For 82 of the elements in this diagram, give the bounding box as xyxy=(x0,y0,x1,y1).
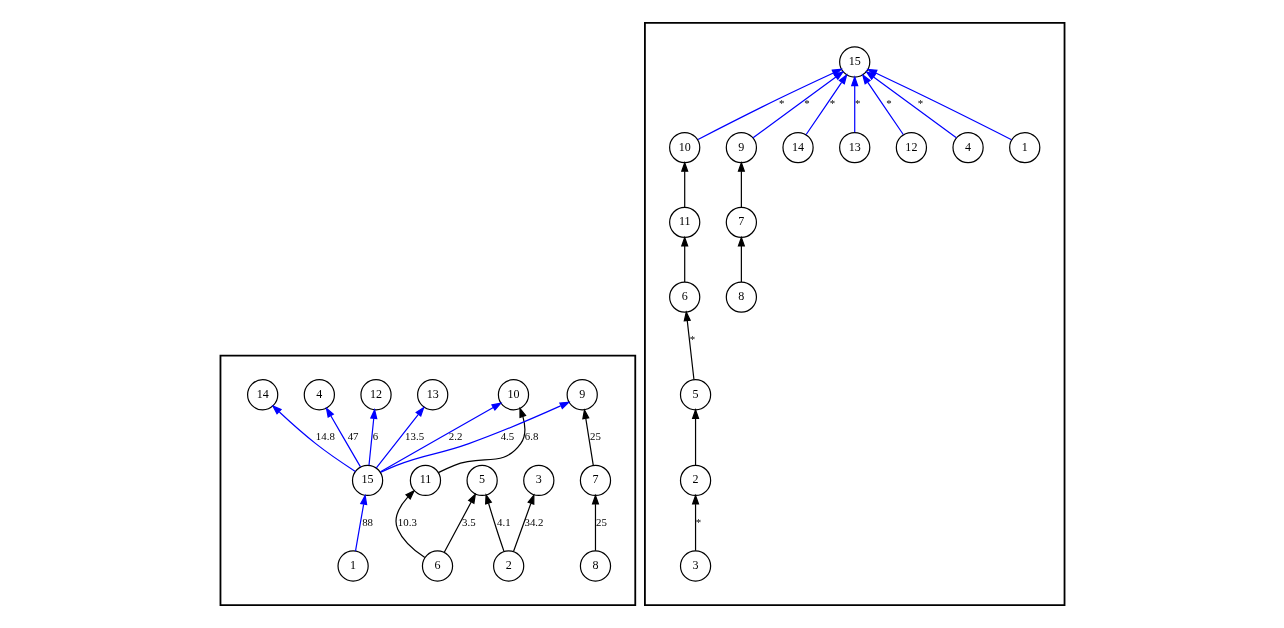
arrow xyxy=(691,493,699,552)
arrow xyxy=(512,493,534,553)
node-circle: 2 xyxy=(679,464,711,497)
node-circle: 14 xyxy=(246,379,278,411)
node-circle: 3 xyxy=(522,464,554,497)
arrow xyxy=(865,68,1012,141)
arrow xyxy=(737,160,745,208)
arrow xyxy=(367,408,377,466)
node-circle: 15 xyxy=(838,46,870,78)
arrow xyxy=(864,70,957,139)
node-circle: 8 xyxy=(579,550,611,582)
edge-label: 3.5 xyxy=(461,515,476,528)
node-circle: 15 xyxy=(351,464,383,497)
cluster xyxy=(219,354,636,607)
arrow xyxy=(325,406,361,468)
node-circle: 13 xyxy=(416,379,448,411)
edge-label: 47 xyxy=(347,430,359,443)
arrow xyxy=(443,492,476,553)
node-circle: 8 xyxy=(725,281,757,313)
arrow xyxy=(394,489,425,559)
node-circle: 4 xyxy=(951,131,984,164)
edge-label: 6 xyxy=(372,430,378,443)
edge-label: 25 xyxy=(589,430,601,443)
node-circle: 11 xyxy=(668,206,700,239)
arrow xyxy=(375,406,425,469)
node-circle: 5 xyxy=(679,379,711,411)
node-circle: 10 xyxy=(497,379,529,411)
edge-label: * xyxy=(854,97,860,110)
node-circle: 4 xyxy=(303,379,335,411)
node-circle: 7 xyxy=(725,206,757,239)
arrow xyxy=(354,493,367,552)
edge-label: 2.2 xyxy=(448,430,462,443)
arrow xyxy=(850,75,859,133)
node-circle: 13 xyxy=(838,131,870,164)
node-circle: 5 xyxy=(465,464,498,497)
cluster xyxy=(643,21,1065,607)
node-circle: 10 xyxy=(668,131,700,164)
edge-label: 13.5 xyxy=(404,430,424,443)
node-circle: 11 xyxy=(409,464,441,497)
arrow xyxy=(271,404,356,473)
node-circle: 12 xyxy=(359,379,392,411)
arrow xyxy=(379,402,502,473)
arrow xyxy=(805,73,848,136)
arrow xyxy=(680,160,688,208)
arrow xyxy=(691,408,699,466)
node-circle: 2 xyxy=(492,550,524,582)
edge-label: 4.1 xyxy=(496,515,511,528)
edge-label: * xyxy=(695,515,701,528)
edge-label: 6.8 xyxy=(524,430,538,443)
node-circle: 1 xyxy=(336,550,369,582)
edge-label: * xyxy=(917,97,923,110)
node-circle: 12 xyxy=(895,131,927,164)
arrow xyxy=(683,310,695,381)
arrow xyxy=(861,73,904,136)
node-circle: 9 xyxy=(725,131,757,164)
arrow xyxy=(437,406,527,473)
node-circle: 6 xyxy=(421,550,453,582)
node-circle: 7 xyxy=(579,464,611,497)
arrow xyxy=(581,408,594,467)
edge-label: * xyxy=(885,97,892,110)
edge-label: 88 xyxy=(361,515,373,528)
node-circle: 9 xyxy=(566,379,598,411)
arrow xyxy=(591,493,599,552)
node-circle: 6 xyxy=(668,281,700,313)
node-circle: 14 xyxy=(781,131,814,164)
edge-label: 25 xyxy=(595,515,607,528)
edge-label: * xyxy=(689,332,695,345)
edge-label: 10.3 xyxy=(397,515,417,528)
arrow xyxy=(484,493,505,552)
edge-label: * xyxy=(778,97,784,110)
edge-label: * xyxy=(829,97,835,110)
arrow xyxy=(680,235,688,283)
edge-label: 4.5 xyxy=(500,430,514,443)
arrow xyxy=(696,68,843,141)
edge-label: 34.2 xyxy=(523,515,543,528)
arrow xyxy=(737,235,745,283)
edge-label: * xyxy=(803,97,810,110)
arrow xyxy=(751,70,844,139)
node-circle: 1 xyxy=(1008,131,1040,164)
arrow xyxy=(379,401,570,473)
edge-label: 14.8 xyxy=(315,430,335,443)
node-circle: 3 xyxy=(679,550,711,582)
